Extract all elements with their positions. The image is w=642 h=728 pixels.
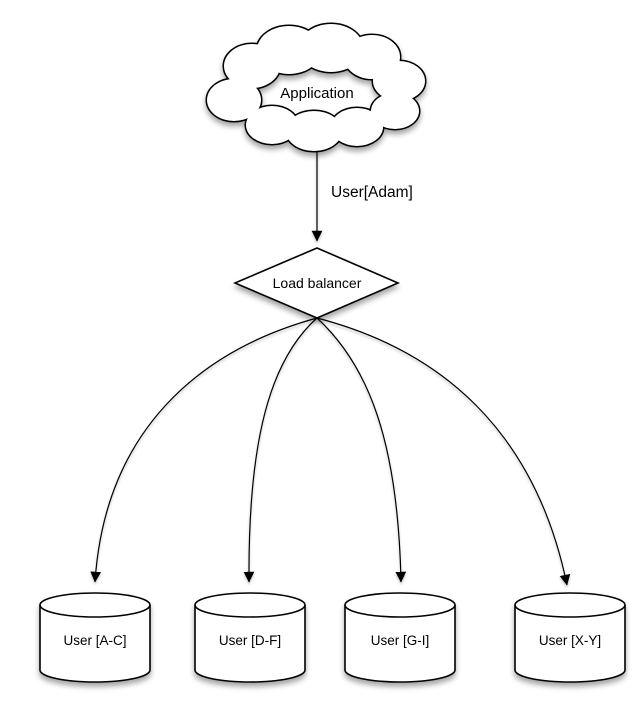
load-balancer-label: Load balancer xyxy=(273,275,362,291)
application-cloud-shape xyxy=(205,22,427,153)
edge-label-user-adam: User[Adam] xyxy=(331,184,413,201)
shard-d-f-label: User [D-F] xyxy=(219,633,281,648)
shard-cylinders-group: User [A-C] User [D-F] User [G-I] User [X… xyxy=(39,592,626,683)
edges-group xyxy=(90,150,571,586)
shard-cylinder-d-f xyxy=(194,592,306,683)
shard-cylinder-g-i xyxy=(344,592,456,683)
shard-cylinder-a-c xyxy=(39,592,151,683)
loadbalancer-to-shard-g-i-arrow xyxy=(316,317,407,583)
loadbalancer-to-shard-a-c-arrow xyxy=(90,317,318,583)
load-balancer-diamond: Load balancer xyxy=(232,247,401,319)
loadbalancer-to-shard-d-f-arrow xyxy=(243,317,318,583)
application-label: Application xyxy=(280,85,353,102)
loadbalancer-to-shard-x-y-arrow xyxy=(316,317,571,586)
shard-g-i-label: User [G-I] xyxy=(371,633,430,648)
shard-x-y-label: User [X-Y] xyxy=(539,633,601,648)
shard-a-c-label: User [A-C] xyxy=(63,633,126,648)
shard-cylinder-x-y xyxy=(514,592,626,683)
